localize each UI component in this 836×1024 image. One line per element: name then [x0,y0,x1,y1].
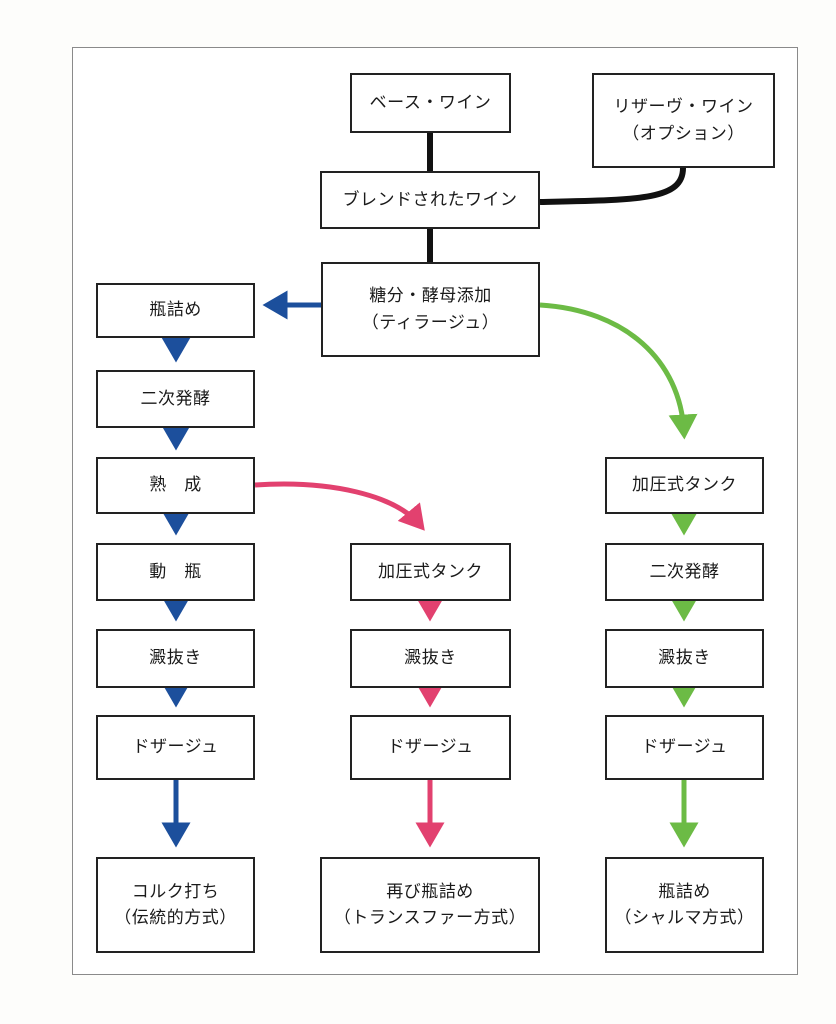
trad-disgorging-label: 澱抜き [149,648,202,669]
transfer-tank-label: 加圧式タンク [378,561,483,582]
charmat-tank-box: 加圧式タンク [605,457,764,514]
trad-disgorging-box: 澱抜き [96,629,255,688]
reserve-wine-label: リザーヴ・ワイン [613,97,754,118]
tirage-box: 糖分・酵母添加 （ティラージュ） [321,262,540,357]
trad-aging-label: 熟 成 [149,475,202,496]
trad-final-label: コルク打ち [131,881,220,902]
transfer-disgorging-box: 澱抜き [350,629,511,688]
transfer-dosage-label: ドザージュ [387,737,474,758]
transfer-final-box: 再び瓶詰め （トランスファー方式） [320,857,540,953]
trad-dosage-box: ドザージュ [96,715,255,780]
transfer-dosage-box: ドザージュ [350,715,511,780]
trad-secondary-fermentation-box: 二次発酵 [96,370,255,428]
trad-aging-box: 熟 成 [96,457,255,514]
reserve-wine-box: リザーヴ・ワイン （オプション） [592,73,775,168]
charmat-dosage-label: ドザージュ [641,737,728,758]
tirage-label: 糖分・酵母添加 [369,286,492,307]
transfer-final-label: 再び瓶詰め [386,881,474,902]
aging-to-transfer-tank-arrow [254,481,425,531]
reserve-to-blend-line [539,167,686,205]
charmat-secondary-fermentation-box: 二次発酵 [605,543,764,601]
blended-wine-label: ブレンドされたワイン [342,189,518,210]
transfer-tank-box: 加圧式タンク [350,543,511,601]
trad-riddling-box: 動 瓶 [96,543,255,601]
tirage-to-charmat-tank-arrow [539,302,698,440]
tirage-note: （ティラージュ） [361,312,500,333]
trad-dosage-label: ドザージュ [132,737,219,758]
charmat-disgorging-box: 澱抜き [605,629,764,688]
transfer-final-note: （トランスファー方式） [333,908,527,928]
base-wine-box: ベース・ワイン [350,73,511,133]
trad-bottling-label: 瓶詰め [149,300,202,321]
blended-wine-box: ブレンドされたワイン [320,171,540,229]
trad-riddling-label: 動 瓶 [149,561,202,582]
trad-final-box: コルク打ち （伝統的方式） [96,857,255,953]
charmat-final-label: 瓶詰め [658,881,711,902]
trad-final-note: （伝統的方式） [114,908,237,928]
charmat-disgorging-label: 澱抜き [658,648,711,669]
reserve-wine-note: （オプション） [622,123,745,144]
base-wine-label: ベース・ワイン [369,92,492,113]
trad-bottling-box: 瓶詰め [96,283,255,338]
charmat-secondary-fermentation-label: 二次発酵 [649,561,720,582]
charmat-final-note: （シャルマ方式） [614,908,755,928]
charmat-final-box: 瓶詰め （シャルマ方式） [605,857,764,953]
trad-secondary-fermentation-label: 二次発酵 [140,388,211,409]
charmat-dosage-box: ドザージュ [605,715,764,780]
transfer-disgorging-label: 澱抜き [404,648,457,669]
charmat-tank-label: 加圧式タンク [632,475,737,496]
